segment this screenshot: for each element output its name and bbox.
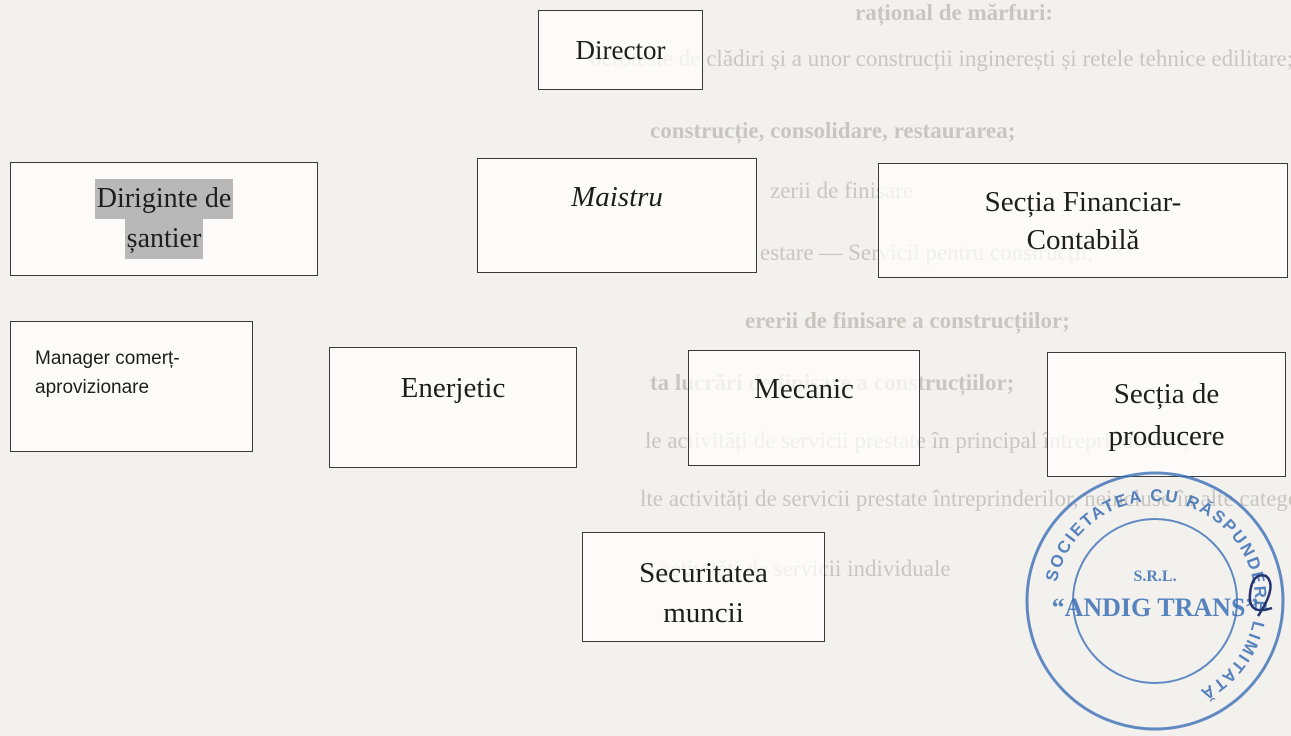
productie-label-line1: Secția de bbox=[1113, 377, 1220, 410]
financiar-contabil-box: Secția Financiar- Contabilă bbox=[878, 163, 1288, 278]
manager-label-line2: aprovizionare bbox=[35, 377, 150, 398]
financiar-label-line2: Contabilă bbox=[1026, 223, 1140, 256]
diriginte-label-line2: șantier bbox=[124, 219, 204, 259]
securitatea-muncii-box: Securitatea muncii bbox=[582, 532, 825, 642]
diriginte-label-line1: Diriginte de bbox=[94, 179, 234, 219]
mecanic-box: Mecanic bbox=[688, 350, 920, 466]
securitate-label-line2: muncii bbox=[663, 597, 744, 629]
stamp-type-text: S.R.L. bbox=[1133, 568, 1176, 585]
maistru-label: Maistru bbox=[571, 181, 663, 213]
manager-comert-box: Manager comerț- aprovizionare bbox=[10, 321, 253, 452]
company-stamp: SOCIETATEA CU RĂSPUNDERE LIMITATĂ S.R.L.… bbox=[1025, 471, 1285, 731]
manager-label-line1: Manager comerț- bbox=[35, 348, 180, 369]
securitate-label-line1: Securitatea bbox=[639, 557, 768, 589]
diriginte-box: Diriginte de șantier bbox=[10, 162, 318, 276]
bg-line: construcție, consolidare, restaurarea; bbox=[650, 118, 1016, 143]
director-label: Director bbox=[575, 34, 666, 65]
bg-line: ererii de finisare a construcțiilor; bbox=[745, 308, 1070, 333]
financiar-label-line1: Secția Financiar- bbox=[984, 185, 1182, 218]
productie-label-line2: producere bbox=[1108, 419, 1225, 452]
enerjetic-label: Enerjetic bbox=[400, 372, 506, 404]
maistru-box: Maistru bbox=[477, 158, 757, 273]
mecanic-label: Mecanic bbox=[754, 373, 854, 405]
bg-line: rațional de mărfuri: bbox=[855, 0, 1054, 25]
stamp-name-text: “ANDIG TRANS” bbox=[1052, 593, 1259, 622]
sectia-producere-box: Secția de producere bbox=[1047, 352, 1286, 477]
director-box: Director bbox=[538, 10, 703, 90]
signature-mark bbox=[1248, 574, 1273, 617]
enerjetic-box: Enerjetic bbox=[329, 347, 577, 468]
